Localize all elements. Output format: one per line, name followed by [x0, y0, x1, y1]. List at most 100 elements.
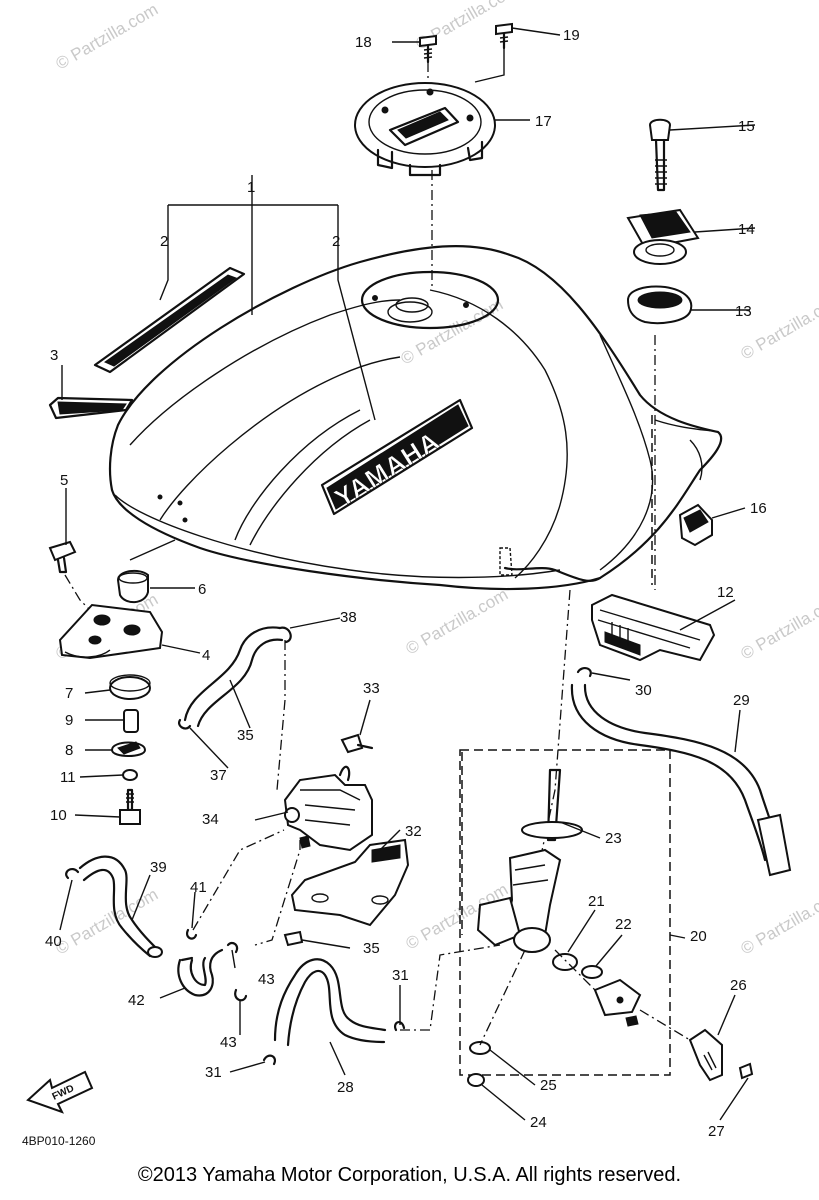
callout-35: 35 — [237, 727, 254, 744]
callout-11: 11 — [60, 769, 76, 786]
watermark: © Partzilla.com — [738, 590, 819, 664]
emblem-plate — [48, 396, 134, 420]
clip-43-a — [226, 941, 239, 954]
screw-27 — [738, 1062, 754, 1080]
callout-21: 21 — [588, 893, 605, 910]
callout-30: 30 — [635, 682, 652, 699]
lever-26 — [688, 1028, 723, 1082]
callout-43: 43 — [258, 971, 275, 988]
callout-32: 32 — [405, 823, 422, 840]
washer-25 — [469, 1041, 491, 1055]
lever-plate — [593, 978, 642, 1027]
callout-26: 26 — [730, 977, 747, 994]
grommet-35-lower — [283, 930, 304, 947]
cover-12 — [591, 593, 716, 662]
hose-29 — [570, 683, 792, 877]
hose-42 — [177, 948, 224, 997]
callout-22: 22 — [615, 916, 632, 933]
grommet-6 — [116, 569, 149, 604]
hose-39 — [78, 855, 163, 958]
yamaha-emblem: YAMAHA — [320, 398, 474, 516]
callout-41: 41 — [190, 879, 207, 896]
oring-22 — [581, 965, 603, 979]
clip-40 — [65, 868, 80, 880]
leader-lines — [59, 27, 756, 1121]
callout-20: 20 — [690, 928, 707, 945]
collar-9 — [123, 709, 139, 733]
callout-33: 33 — [363, 680, 380, 697]
callout-9: 9 — [65, 712, 73, 729]
callout-23: 23 — [605, 830, 622, 847]
bolt-15 — [648, 118, 672, 192]
damper-7 — [109, 674, 151, 700]
callout-16: 16 — [750, 500, 767, 517]
callout-38: 38 — [340, 609, 357, 626]
bracket-4 — [58, 603, 164, 660]
callout-14: 14 — [738, 221, 755, 238]
bolt-5 — [48, 540, 77, 574]
callout-10: 10 — [50, 807, 67, 824]
callout-39: 39 — [150, 859, 167, 876]
callout-43: 43 — [220, 1034, 237, 1051]
clip-43-b — [234, 988, 248, 1002]
watermark: © Partzilla.com — [398, 295, 507, 369]
washer-11 — [122, 769, 138, 781]
clip-31-lower — [262, 1054, 276, 1066]
clip-41 — [186, 928, 198, 940]
callout-3: 3 — [50, 347, 58, 364]
bolt-10 — [119, 788, 141, 825]
callout-34: 34 — [202, 811, 219, 828]
callouts: 1 2 2 3 4 5 6 7 8 9 10 11 12 13 14 15 16… — [45, 27, 767, 1140]
callout-24: 24 — [530, 1114, 547, 1131]
callout-5: 5 — [60, 472, 68, 489]
callout-8: 8 — [65, 742, 73, 759]
callout-31: 31 — [392, 967, 409, 984]
callout-1: 1 — [247, 179, 255, 196]
clip-31-upper — [394, 1021, 406, 1032]
decal-left — [93, 266, 246, 374]
callout-28: 28 — [337, 1079, 354, 1096]
callout-15: 15 — [738, 118, 755, 135]
cap-screw-18 — [419, 34, 437, 64]
fwd-arrow-icon: FWD — [26, 1070, 94, 1114]
callout-19: 19 — [563, 27, 580, 44]
callout-37: 37 — [210, 767, 227, 784]
callout-42: 42 — [128, 992, 145, 1009]
screw-24 — [467, 1073, 485, 1087]
watermark: © Partzilla.com — [738, 885, 819, 959]
callout-18: 18 — [355, 34, 372, 51]
callout-29: 29 — [733, 692, 750, 709]
callout-13: 13 — [735, 303, 752, 320]
clip-30 — [576, 666, 592, 678]
callout-35: 35 — [363, 940, 380, 957]
callout-7: 7 — [65, 685, 73, 702]
fuel-pump-34 — [283, 765, 373, 852]
cap-screw-19 — [495, 22, 513, 50]
watermark: © Partzilla.com — [738, 290, 819, 364]
hose-28 — [273, 958, 387, 1047]
callout-17: 17 — [535, 113, 552, 130]
callout-40: 40 — [45, 933, 62, 950]
callout-31: 31 — [205, 1064, 222, 1081]
washer-14 — [626, 208, 700, 265]
callout-2: 2 — [160, 233, 168, 250]
damper-13 — [626, 285, 693, 325]
fuel-cock-body — [476, 848, 562, 953]
callout-27: 27 — [708, 1123, 725, 1140]
fuel-filter-pipe — [521, 768, 583, 842]
watermark: © Partzilla.com — [403, 585, 512, 659]
clip-37 — [178, 718, 192, 730]
callout-2: 2 — [332, 233, 340, 250]
callout-4: 4 — [202, 647, 210, 664]
copyright-notice: ©2013 Yamaha Motor Corporation, U.S.A. A… — [137, 1164, 682, 1186]
clip-38 — [278, 626, 292, 644]
callout-25: 25 — [540, 1077, 557, 1094]
hose-35-upper — [183, 626, 284, 728]
callout-12: 12 — [717, 584, 734, 601]
washer-8 — [110, 741, 147, 757]
damper-16 — [678, 503, 713, 547]
callout-6: 6 — [198, 581, 206, 598]
fuel-cap — [354, 82, 496, 177]
watermark: © Partzilla.com — [53, 0, 162, 73]
